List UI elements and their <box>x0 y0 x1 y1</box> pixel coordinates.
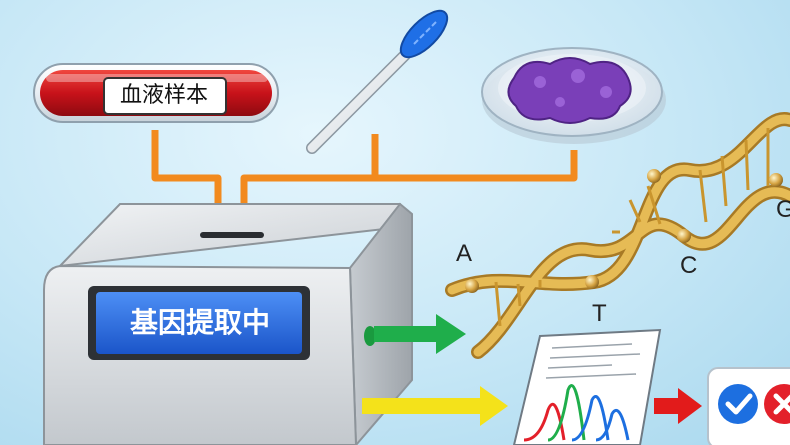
green-arrow-shaft <box>374 326 438 342</box>
tissue-spot <box>555 97 565 107</box>
blood-sample-tube <box>33 63 279 123</box>
base-label-t: T <box>592 300 607 327</box>
sequencing-report <box>512 328 662 445</box>
yellow-arrow-head <box>480 386 508 426</box>
screen-status-text: 基因提取中 <box>129 306 270 339</box>
base-label-a: A <box>456 240 473 267</box>
check-icon <box>718 384 758 424</box>
blood-sample-label: 血液样本 <box>119 83 208 108</box>
chromatogram-peak-blue-2 <box>595 408 630 442</box>
base-node-g <box>769 173 783 187</box>
swab-tip-texture <box>413 21 437 45</box>
base-node-c <box>677 229 691 243</box>
yellow-arrow-shaft <box>362 398 482 414</box>
base-label-g: G <box>776 196 790 223</box>
dna-extraction-machine <box>43 202 413 445</box>
yellow-output-arrow <box>362 386 508 426</box>
tissue-spot <box>571 69 585 83</box>
sample-feed-arrows <box>151 130 578 206</box>
tissue-spot <box>534 76 546 88</box>
red-result-arrow <box>654 388 702 424</box>
screen-display <box>96 292 302 354</box>
helix-strand-a <box>473 187 790 357</box>
base-label-c: C <box>680 252 698 279</box>
base-node-t <box>585 275 599 289</box>
red-arrow-shaft <box>654 398 680 414</box>
sample-slot <box>200 232 264 238</box>
cotton-swab <box>306 9 449 154</box>
chromatogram-peak-blue <box>571 395 610 442</box>
red-arrow-head <box>678 388 702 424</box>
dna-double-helix <box>445 112 790 359</box>
cross-icon <box>764 384 790 424</box>
swab-stick <box>307 45 415 153</box>
tissue-spot <box>600 86 612 98</box>
helix-rungs <box>494 128 770 327</box>
petri-dish <box>481 47 666 144</box>
result-panel <box>707 367 790 445</box>
report-paper <box>512 328 662 445</box>
tube-label-box <box>103 77 227 115</box>
base-node-a <box>465 279 479 293</box>
base-node <box>647 169 661 183</box>
blood-feed-line <box>151 130 222 206</box>
report-text-lines <box>545 343 641 379</box>
output-port-green <box>364 326 376 346</box>
green-output-arrow <box>374 314 466 354</box>
chromatogram-peak-green <box>547 384 586 442</box>
dish-feed-line <box>240 150 578 206</box>
green-arrow-head <box>436 314 466 354</box>
chromatogram-peak-red <box>523 402 566 442</box>
tissue-sample <box>507 57 632 124</box>
